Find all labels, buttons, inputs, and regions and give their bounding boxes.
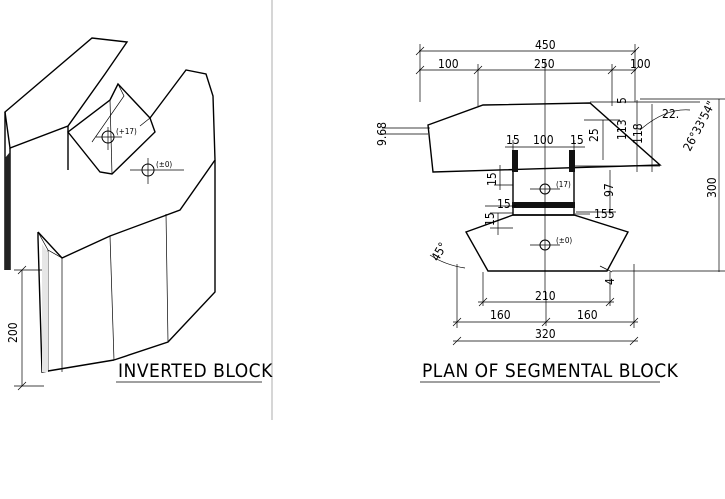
hole-lower-label-plan: (±0) [556,236,572,245]
inverted-block-title: INVERTED BLOCK [118,360,273,382]
dim-15-stem-right: 15 [570,133,584,147]
plan-drawing [382,44,725,346]
hole-upper-iso [96,127,122,150]
dim-160-right: 160 [577,308,598,322]
dim-15-notch: 15 [497,197,511,211]
dim-450: 450 [535,38,556,52]
height-dimension [14,265,44,391]
dim-97: 97 [602,183,616,197]
hole-upper-plan [530,183,560,195]
plan-title: PLAN OF SEGMENTAL BLOCK [422,360,679,382]
hole-lower-plan [530,239,560,251]
dim-118: 118 [631,123,645,144]
dim-15-stem-left: 15 [506,133,520,147]
hole-upper-label-plan: (17) [556,180,571,189]
inverted-block-drawing [4,0,273,420]
dim-155: 155 [594,207,615,221]
hole-upper-label-left: (+17) [116,127,137,136]
dim-100-stem: 100 [533,133,554,147]
dim-320: 320 [535,327,556,341]
dim-15-left-a: 15 [485,172,499,186]
dim-160-left: 160 [490,308,511,322]
height-label-200: 200 [6,322,20,343]
hole-lower-iso [130,158,184,184]
dim-25: 25 [587,128,601,142]
dim-5: 5 [615,97,629,104]
dim-300: 300 [705,177,719,198]
hole-lower-label-left: (±0) [156,160,172,169]
dim-250: 250 [534,57,555,71]
dim-angle-26-33-54: 26°33'54" [680,99,718,154]
dim-angle-22: 22. [662,107,679,121]
dim-113: 113 [615,119,629,140]
dim-angle-45: 45° [428,240,450,264]
dim-210: 210 [535,289,556,303]
dim-100-right: 100 [630,57,651,71]
dim-100-left: 100 [438,57,459,71]
dim-4: 4 [603,278,617,285]
dim-15-left-b: 15 [483,212,497,226]
dim-9-68: 9.68 [375,122,389,146]
